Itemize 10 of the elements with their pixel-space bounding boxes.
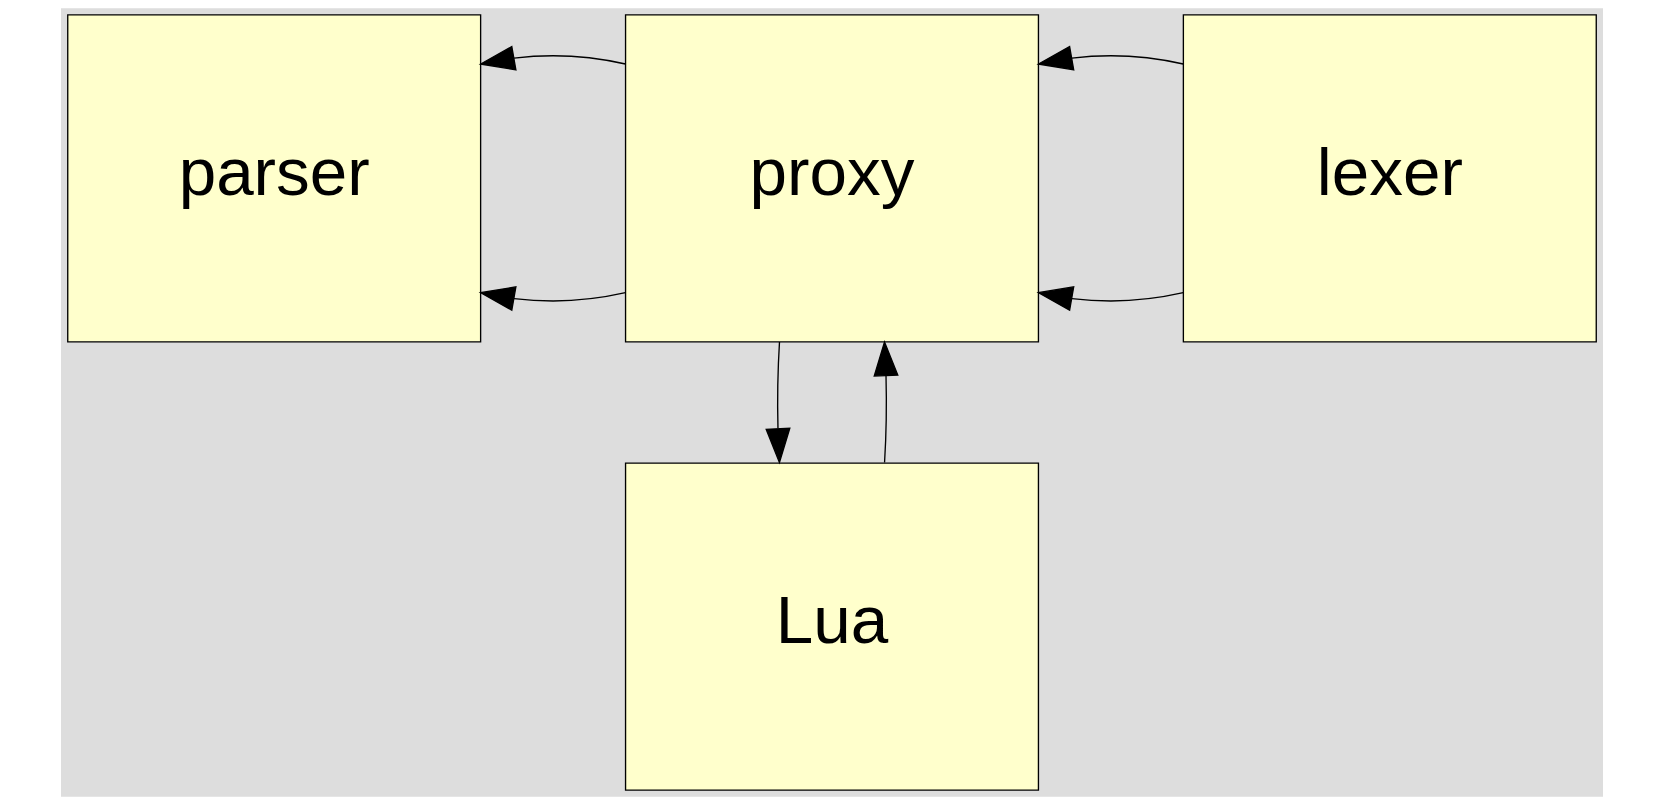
node-box: proxy (624, 14, 1039, 343)
arrow (478, 45, 626, 71)
arrow (478, 286, 626, 312)
node-box: lexer (1182, 14, 1597, 343)
node-box: parser (66, 14, 481, 343)
arrow (1035, 45, 1184, 71)
arrow (764, 341, 791, 465)
arrow (872, 339, 899, 464)
node-box: Lua (624, 462, 1039, 791)
arrow (1035, 286, 1184, 312)
